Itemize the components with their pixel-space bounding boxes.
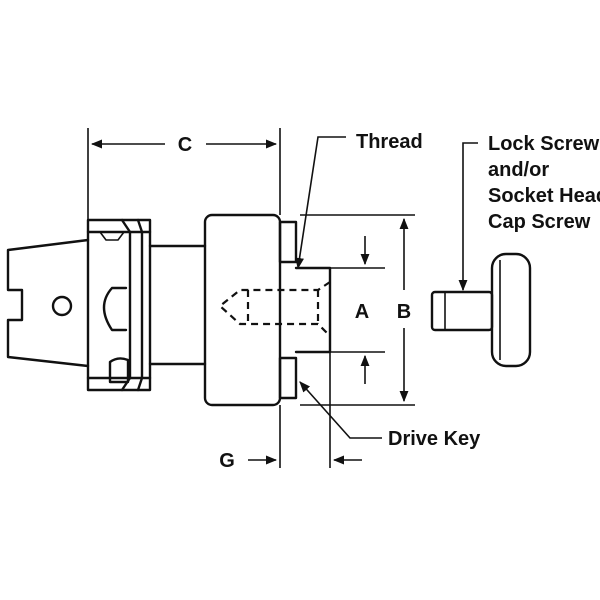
label-lock-screw-4: Cap Screw [488,211,591,233]
main-body [203,213,282,407]
taper-shank [6,238,90,368]
pilot-nose [294,266,332,354]
label-lock-screw-2: and/or [488,159,549,181]
lock-screw-leader [458,142,478,292]
dimension-c [87,128,281,220]
label-lock-screw-1: Lock Screw [488,133,600,155]
dimension-b [300,214,415,406]
flange-collar [86,218,152,392]
drive-key-leader [299,381,382,439]
lock-screw [430,252,532,368]
tool-holder-body [6,213,332,407]
shank-hole [51,295,73,317]
drive-key-top [278,220,298,264]
label-b: B [397,301,411,323]
label-g: G [219,450,235,472]
screw-shank [430,290,494,332]
thread-leader [295,136,346,270]
label-thread: Thread [356,131,423,153]
drive-key-bottom [278,356,298,400]
collar-cutout [102,286,128,332]
hidden-thread [218,281,331,337]
label-a: A [355,301,369,323]
dimension-g [248,352,362,468]
screw-head [490,252,532,368]
label-drive-key: Drive Key [388,428,481,450]
label-c: C [178,134,192,156]
dimension-a [330,236,385,384]
v-groove [120,218,132,392]
label-lock-screw-3: Socket Head [488,185,600,207]
